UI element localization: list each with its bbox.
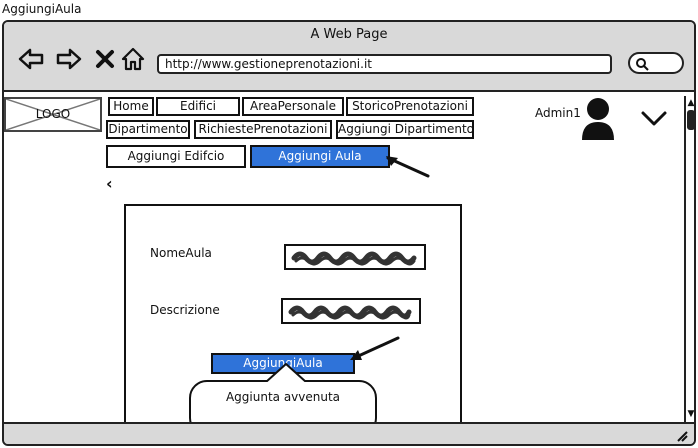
tab-aggiungi-aula[interactable]: Aggiungi Aula xyxy=(250,145,390,168)
status-bar xyxy=(4,422,694,444)
nome-aula-field[interactable] xyxy=(284,244,426,270)
close-icon[interactable] xyxy=(92,46,118,72)
browser-window: A Web Page http://www.gestioneprenotazio… xyxy=(2,20,696,446)
back-chevron-icon[interactable]: ‹ xyxy=(106,174,113,193)
back-arrow-icon[interactable] xyxy=(18,46,44,72)
search-box[interactable] xyxy=(628,52,684,74)
page-title: AggiungiAula xyxy=(2,2,82,16)
logo[interactable]: LOGO xyxy=(4,97,102,132)
scribble-value-icon xyxy=(291,251,417,266)
descrizione-field[interactable] xyxy=(281,298,421,324)
scroll-down-icon[interactable]: ▼ xyxy=(686,408,695,420)
menu-edifici[interactable]: Edifici xyxy=(156,97,240,116)
nome-aula-label: NomeAula xyxy=(150,246,212,260)
tab-aggiungi-edificio[interactable]: Aggiungi Edifcio xyxy=(106,145,246,168)
menu-area-personale[interactable]: AreaPersonale xyxy=(242,97,344,116)
tooltip-tail xyxy=(266,362,306,382)
descrizione-label: Descrizione xyxy=(150,303,220,317)
chevron-down-icon[interactable] xyxy=(640,110,668,128)
browser-toolbar: A Web Page http://www.gestioneprenotazio… xyxy=(4,22,694,92)
menu-dipartimento[interactable]: Dipartimento xyxy=(106,120,190,139)
pointer-arrow-icon xyxy=(386,156,430,178)
scroll-up-icon[interactable]: ▲ xyxy=(686,97,695,109)
menu-aggiungi-dipartimento[interactable]: Aggiungi Dipartimento xyxy=(336,120,474,139)
logo-text: LOGO xyxy=(35,107,71,121)
vertical-scrollbar[interactable] xyxy=(684,96,694,422)
search-icon xyxy=(636,58,649,71)
scroll-thumb[interactable] xyxy=(687,110,694,130)
resize-grip-icon[interactable] xyxy=(674,428,688,442)
pointer-arrow-icon xyxy=(350,336,400,360)
window-title: A Web Page xyxy=(310,27,388,42)
forward-arrow-icon[interactable] xyxy=(56,46,82,72)
tooltip-text: Aggiunta avvenuta xyxy=(225,390,341,404)
logo-placeholder-icon xyxy=(6,99,100,130)
home-icon[interactable] xyxy=(120,46,146,72)
menu-richieste-prenotazioni[interactable]: RichiestePrenotazioni xyxy=(194,120,332,139)
scribble-value-icon xyxy=(288,305,412,320)
user-avatar-icon[interactable] xyxy=(580,96,616,142)
menu-home[interactable]: Home xyxy=(108,97,154,116)
user-name: Admin1 xyxy=(535,106,581,120)
url-bar[interactable]: http://www.gestioneprenotazioni.it xyxy=(157,54,612,74)
menu-storico-prenotazioni[interactable]: StoricoPrenotazioni xyxy=(346,97,474,116)
